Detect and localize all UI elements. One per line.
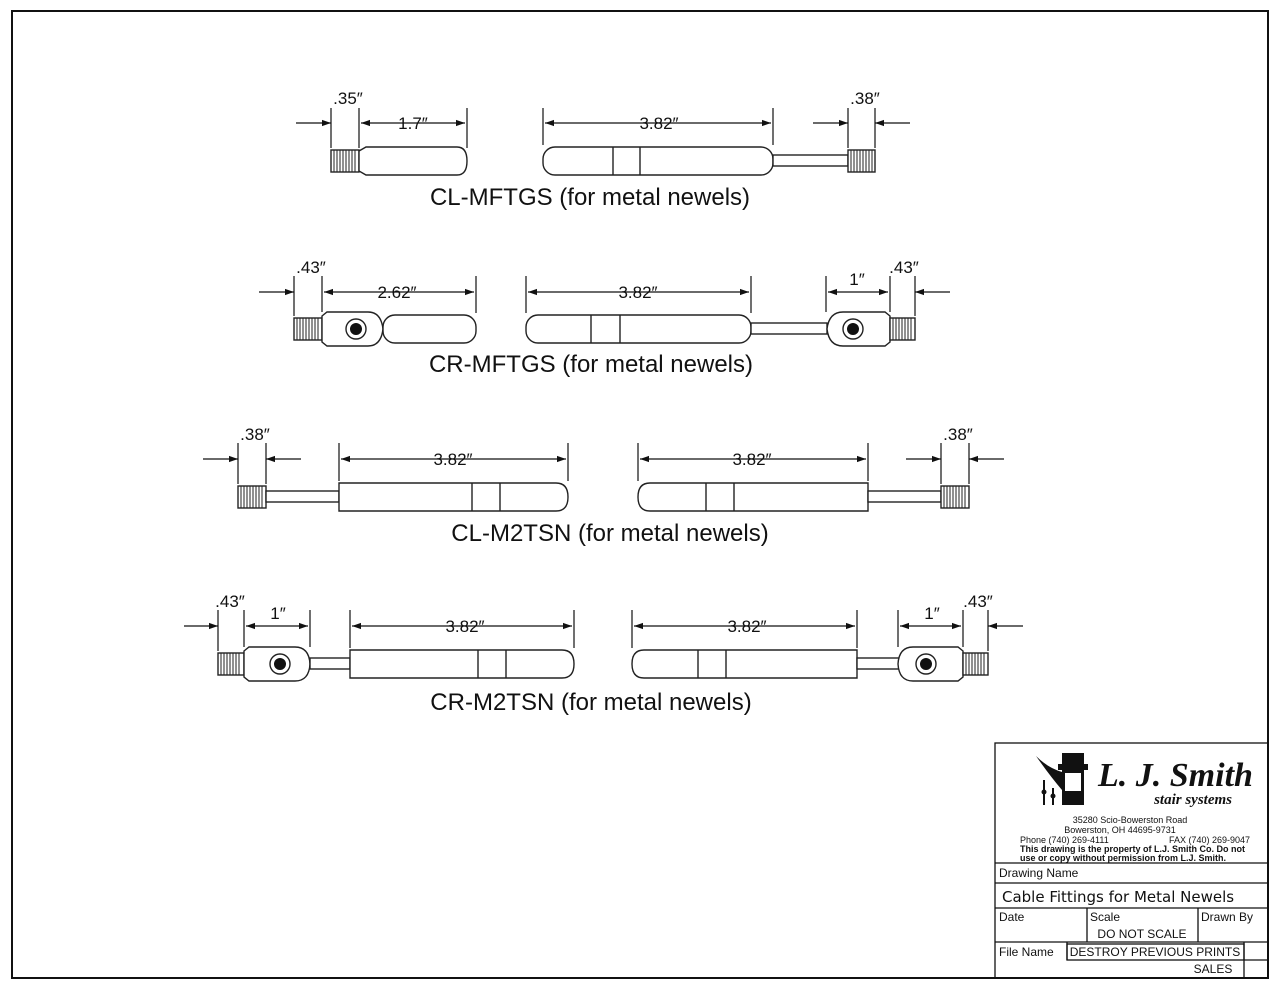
title-block bbox=[994, 742, 1269, 979]
handrail-icon bbox=[1036, 756, 1062, 790]
swage-body bbox=[338, 482, 569, 512]
cable-rod bbox=[856, 657, 900, 670]
threaded-stud bbox=[237, 485, 267, 509]
dim-text: 3.82″ bbox=[727, 617, 766, 636]
dim-text: .43″ bbox=[296, 258, 326, 277]
swage-body bbox=[525, 314, 752, 344]
part-label: CR-MFTGS (for metal newels) bbox=[429, 351, 753, 378]
part-cr-m2tsn bbox=[184, 610, 1023, 682]
part-cr-mftgs bbox=[259, 276, 950, 347]
dim-text: 3.82″ bbox=[639, 114, 678, 133]
scale-label: Scale bbox=[1090, 910, 1120, 924]
cable-rod bbox=[309, 657, 351, 670]
dim-text: 3.82″ bbox=[732, 450, 771, 469]
part-label: CR-M2TSN (for metal newels) bbox=[430, 689, 751, 716]
department-text: SALES bbox=[1194, 962, 1233, 976]
jaw-joint bbox=[321, 311, 384, 347]
threaded-stud bbox=[962, 652, 989, 676]
drawing-name-label: Drawing Name bbox=[999, 866, 1079, 880]
dim-text: .43″ bbox=[215, 592, 245, 611]
cable-rod bbox=[867, 490, 942, 503]
drawing-name: Cable Fittings for Metal Newels bbox=[1002, 888, 1234, 906]
swage-body bbox=[631, 649, 858, 679]
file-name-label: File Name bbox=[999, 945, 1054, 959]
dim-text: .43″ bbox=[963, 592, 993, 611]
swage-body bbox=[542, 146, 774, 176]
dim-text: .43″ bbox=[889, 258, 919, 277]
threaded-stud bbox=[217, 652, 245, 676]
part-label: CL-MFTGS (for metal newels) bbox=[430, 184, 750, 211]
company-name: L. J. Smith bbox=[1097, 757, 1253, 794]
swage-body bbox=[382, 314, 477, 344]
address-line: Bowerston, OH 44695-9731 bbox=[1064, 825, 1176, 835]
swage-body bbox=[637, 482, 869, 512]
fax-text: FAX (740) 269-9047 bbox=[1169, 835, 1250, 845]
drawn-by-label: Drawn By bbox=[1201, 910, 1253, 924]
part-cl-mftgs bbox=[296, 108, 910, 176]
date-label: Date bbox=[999, 910, 1025, 924]
phone-text: Phone (740) 269-4111 bbox=[1020, 835, 1109, 845]
file-name-value: DESTROY PREVIOUS PRINTS bbox=[1070, 945, 1240, 959]
tapered-body bbox=[358, 146, 468, 176]
jaw-joint bbox=[897, 646, 964, 682]
cable-rod bbox=[265, 490, 340, 503]
threaded-stud bbox=[330, 149, 360, 173]
dim-text: 3.82″ bbox=[445, 617, 484, 636]
company-tagline: stair systems bbox=[1153, 792, 1232, 808]
sheet-border bbox=[11, 10, 1269, 979]
threaded-stud bbox=[847, 149, 876, 173]
threaded-stud bbox=[940, 485, 970, 509]
notice-text: use or copy without permission from L.J.… bbox=[1020, 853, 1226, 863]
dim-text: .38″ bbox=[240, 425, 270, 444]
company-logo: L. J. Smith stair systems bbox=[1036, 753, 1253, 808]
dim-text: .35″ bbox=[333, 89, 363, 108]
part-label: CL-M2TSN (for metal newels) bbox=[451, 520, 768, 547]
dim-text: 1″ bbox=[270, 604, 285, 623]
cable-rod bbox=[772, 154, 849, 167]
dim-text: 1″ bbox=[849, 270, 864, 289]
threaded-stud bbox=[889, 317, 916, 341]
dim-text: 2.62″ bbox=[377, 283, 416, 302]
dim-text: .38″ bbox=[943, 425, 973, 444]
threaded-stud bbox=[293, 317, 323, 341]
jaw-joint bbox=[826, 311, 891, 347]
dim-text: 1″ bbox=[924, 604, 939, 623]
part-cl-m2tsn bbox=[203, 443, 1004, 512]
dim-text: 1.7″ bbox=[398, 114, 428, 133]
scale-value: DO NOT SCALE bbox=[1097, 927, 1186, 941]
dim-text: 3.82″ bbox=[433, 450, 472, 469]
address-line: 35280 Scio-Bowerston Road bbox=[1073, 815, 1188, 825]
dim-text: .38″ bbox=[850, 89, 880, 108]
jaw-joint bbox=[243, 646, 311, 682]
cable-rod bbox=[750, 322, 828, 335]
notice-text: This drawing is the property of L.J. Smi… bbox=[1020, 844, 1245, 854]
swage-body bbox=[349, 649, 575, 679]
dim-text: 3.82″ bbox=[618, 283, 657, 302]
